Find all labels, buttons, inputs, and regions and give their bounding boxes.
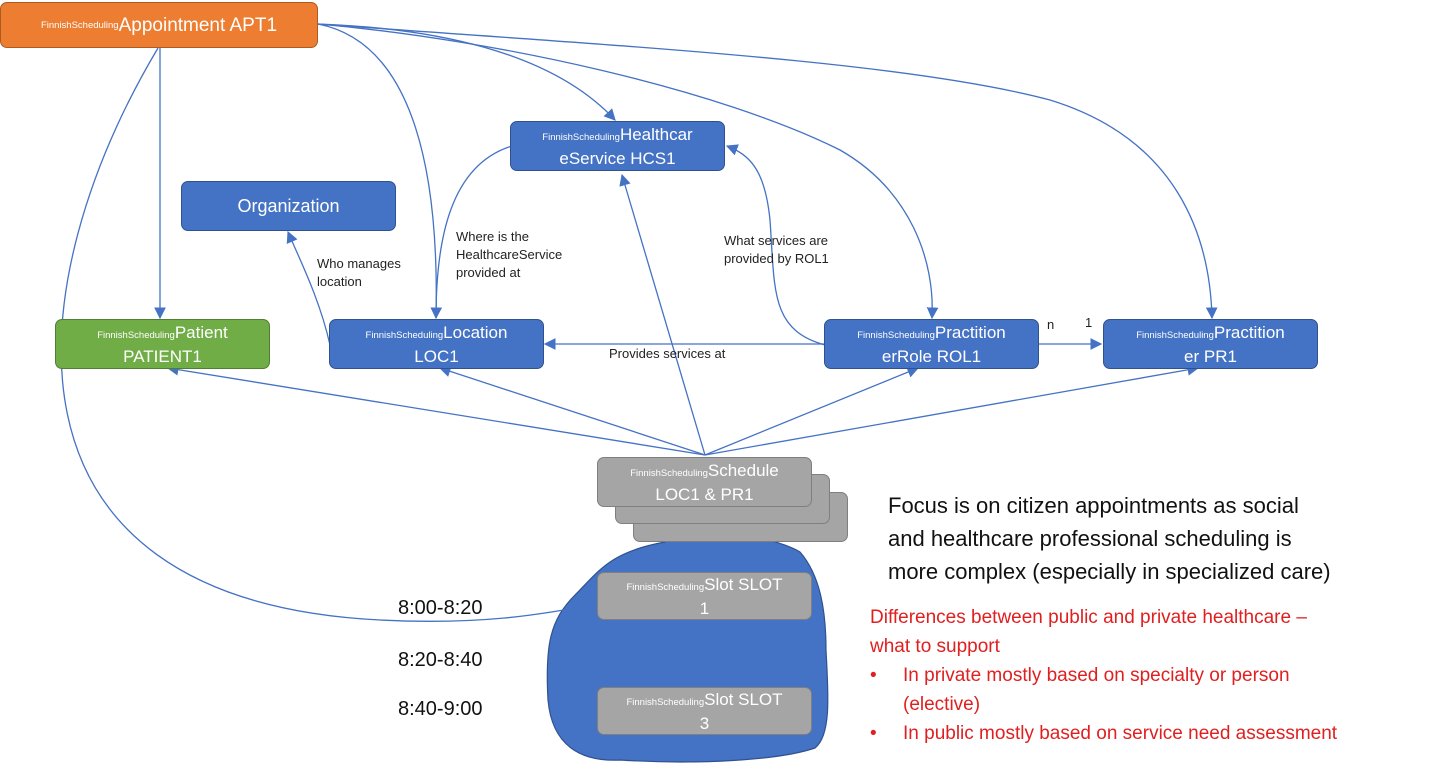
cardinality-1: 1 (1085, 315, 1093, 330)
bullet-public: In public mostly based on service need a… (903, 719, 1337, 748)
practitioner-label-line2: er PR1 (1184, 346, 1237, 366)
focus-line-3: more complex (especially in specialized … (888, 559, 1331, 584)
edge-schedule-hcs (619, 173, 706, 456)
schedule-label-line1: Schedule (707, 460, 779, 480)
node-prefix: FinnishScheduling (1136, 329, 1214, 341)
what-services-label: What services are provided by ROL1 (724, 232, 829, 268)
edge-apt-practitioner (317, 23, 1218, 320)
edge-apt-role (317, 23, 939, 320)
slot1-label-line1: Slot SLOT (704, 574, 783, 594)
what-services-line2: provided by ROL1 (724, 251, 829, 266)
bullet-symbol-1: • (870, 665, 877, 686)
location-node: FinnishSchedulingLocation LOC1 (329, 319, 544, 369)
node-prefix: FinnishScheduling (40, 19, 119, 31)
bullet-symbol-2: • (870, 723, 877, 744)
slot3-label-line2: 3 (699, 713, 710, 733)
slot3-node: FinnishSchedulingSlot SLOT 3 (597, 687, 812, 735)
practitioner-node: FinnishSchedulingPractition er PR1 (1103, 319, 1318, 369)
schedule-label-line2: LOC1 & PR1 (655, 484, 754, 504)
differences-line1: Differences between public and private h… (870, 607, 1307, 628)
who-manages-label: Who manages location (317, 255, 401, 291)
bullet-private-line1: In private mostly based on specialty or … (903, 665, 1290, 686)
time-slot-2: 8:20-8:40 (398, 649, 483, 671)
organization-label: Organization (237, 195, 340, 216)
edge-schedule-location (438, 365, 706, 456)
node-prefix: FinnishScheduling (626, 581, 705, 593)
time-slot-1: 8:00-8:20 (398, 597, 483, 619)
bullet-private: In private mostly based on specialty or … (903, 661, 1290, 719)
organization-node: Organization (181, 181, 396, 231)
appointment-label: Appointment APT1 (118, 14, 278, 36)
node-prefix: FinnishScheduling (630, 467, 708, 479)
practitioner-label-line1: Practition (1213, 322, 1285, 342)
bullet-private-line2: (elective) (903, 694, 981, 715)
who-manages-line1: Who manages (317, 256, 401, 271)
focus-line-1: Focus is on citizen appointments as soci… (888, 493, 1299, 518)
edge-schedule-practitioner (704, 364, 1200, 456)
node-prefix: FinnishScheduling (857, 329, 935, 341)
schedule-node: FinnishSchedulingSchedule LOC1 & PR1 (597, 457, 812, 507)
node-prefix: FinnishScheduling (365, 329, 444, 341)
differences-heading: Differences between public and private h… (870, 603, 1307, 661)
slot1-label-line2: 1 (699, 598, 710, 618)
bullet-public-line1: In public mostly based on service need a… (903, 723, 1338, 744)
where-provided-line1: Where is the (456, 229, 529, 244)
patient-node: FinnishSchedulingPatient PATIENT1 (55, 319, 270, 369)
edge-role-hcs (725, 144, 826, 346)
slot1-node: FinnishSchedulingSlot SLOT 1 (597, 572, 812, 620)
healthcare-service-node: FinnishSchedulingHealthcar eService HCS1 (510, 121, 725, 171)
node-prefix: FinnishScheduling (542, 131, 620, 143)
where-provided-label: Where is the HealthcareService provided … (456, 228, 562, 282)
node-prefix: FinnishScheduling (626, 696, 705, 708)
edge-apt-slot1 (60, 47, 599, 622)
node-prefix: FinnishScheduling (97, 329, 175, 341)
differences-line2: what to support (870, 636, 1000, 657)
practitioner-role-label-line1: Practition (934, 322, 1006, 342)
focus-note: Focus is on citizen appointments as soci… (888, 489, 1388, 588)
where-provided-line2: HealthcareService (456, 247, 563, 262)
slot3-label-line1: Slot SLOT (704, 689, 783, 709)
edge-location-org (286, 230, 331, 346)
provides-services-label: Provides services at (609, 346, 726, 361)
patient-label-line1: Patient (174, 322, 228, 342)
edge-location-hcs (435, 145, 513, 319)
edge-apt-hcs (317, 23, 616, 121)
edge-apt-location (317, 23, 443, 320)
healthcare-service-label-line1: Healthcar (619, 124, 693, 144)
who-manages-line2: location (317, 274, 362, 289)
healthcare-service-label-line2: eService HCS1 (559, 148, 676, 168)
what-services-line1: What services are (724, 233, 829, 248)
location-label-line1: Location (443, 322, 508, 342)
patient-label-line2: PATIENT1 (123, 346, 202, 366)
practitioner-role-node: FinnishSchedulingPractition erRole ROL1 (824, 319, 1039, 369)
time-slot-3: 8:40-9:00 (398, 698, 483, 720)
where-provided-line3: provided at (456, 265, 521, 280)
practitioner-role-label-line2: erRole ROL1 (881, 346, 982, 366)
edge-schedule-role (704, 366, 920, 456)
cardinality-n: n (1047, 317, 1055, 332)
edge-schedule-patient (166, 363, 706, 456)
focus-line-2: and healthcare professional scheduling i… (888, 526, 1292, 551)
location-label-line2: LOC1 (414, 346, 459, 366)
